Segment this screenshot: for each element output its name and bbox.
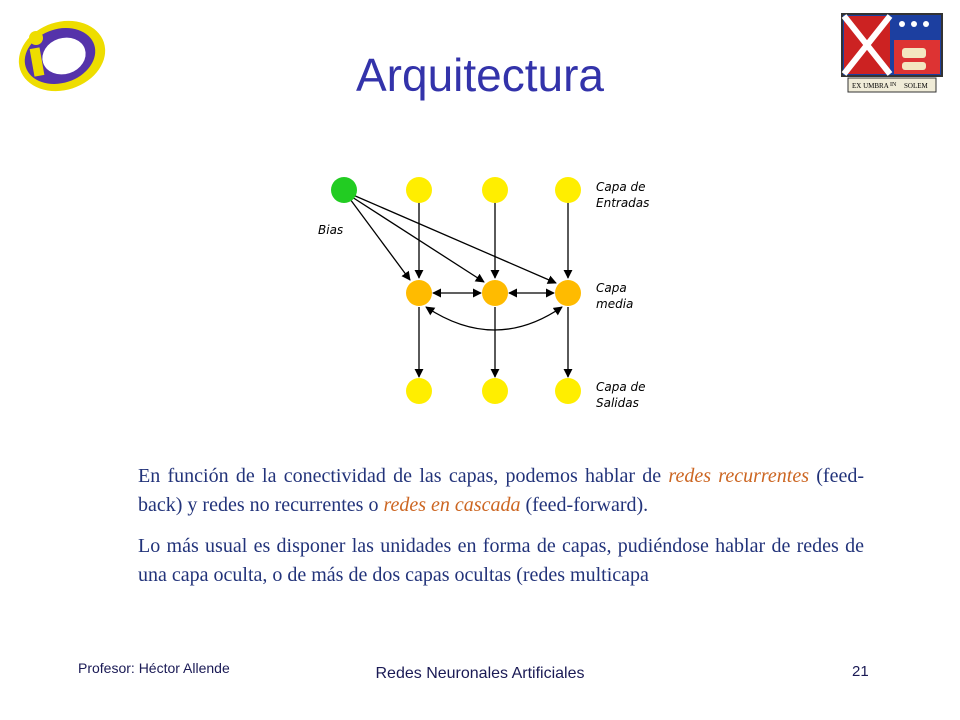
bias-node	[331, 177, 357, 203]
crest-text-mid: IN	[890, 82, 897, 88]
middle-node	[482, 280, 508, 306]
edge-bias-middle3	[352, 194, 557, 284]
label-bias: Bias	[318, 223, 343, 237]
university-crest: EX UMBRA IN SOLEM	[840, 12, 944, 96]
slide-content: En función de la conectividad de las cap…	[138, 462, 864, 602]
middle-node	[406, 280, 432, 306]
network-diagram: Bias Capa de Entradas Capa media Capa de…	[300, 165, 680, 425]
footer-course: Redes Neuronales Artificiales	[375, 665, 585, 682]
university-crest-icon: EX UMBRA IN SOLEM	[841, 13, 943, 93]
paragraph-connectivity-text-3: (feed-forward).	[520, 494, 649, 516]
label-middle-line1: Capa	[596, 281, 627, 295]
label-input-line2: Entradas	[596, 196, 649, 210]
paragraph-layers: Lo más usual es disponer las unidades en…	[138, 535, 864, 586]
crest-text-right: SOLEM	[904, 82, 929, 90]
term-cascade-networks: redes en cascada	[383, 494, 521, 516]
label-output-line1: Capa de	[596, 380, 646, 394]
id-logo	[10, 12, 114, 96]
edge-bias-middle1	[349, 198, 411, 281]
footer-author: Profesor: Héctor Allende	[78, 660, 230, 676]
term-recurrent-networks: redes recurrentes	[668, 465, 809, 487]
middle-node	[555, 280, 581, 306]
edge-bias-middle2	[351, 196, 485, 283]
page-number: 21	[852, 663, 869, 680]
paragraph-connectivity: En función de la conectividad de las cap…	[138, 462, 864, 520]
output-node	[406, 378, 432, 404]
slide-title: Arquitectura	[355, 49, 604, 101]
output-node	[482, 378, 508, 404]
label-output-line2: Salidas	[596, 396, 639, 410]
output-node	[555, 378, 581, 404]
input-node	[482, 177, 508, 203]
label-middle-line2: media	[596, 297, 633, 311]
label-input-line1: Capa de	[596, 180, 646, 194]
paragraph-connectivity-text-2: (feed-back) y redes no recurrentes o	[138, 465, 865, 516]
input-node	[555, 177, 581, 203]
input-node	[406, 177, 432, 203]
crest-text-left: EX UMBRA	[852, 82, 889, 90]
id-logo-icon	[18, 20, 106, 92]
edge-middle3-middle1-recurrent	[425, 306, 563, 331]
paragraph-connectivity-text-1: En función de la conectividad de las cap…	[138, 465, 669, 487]
